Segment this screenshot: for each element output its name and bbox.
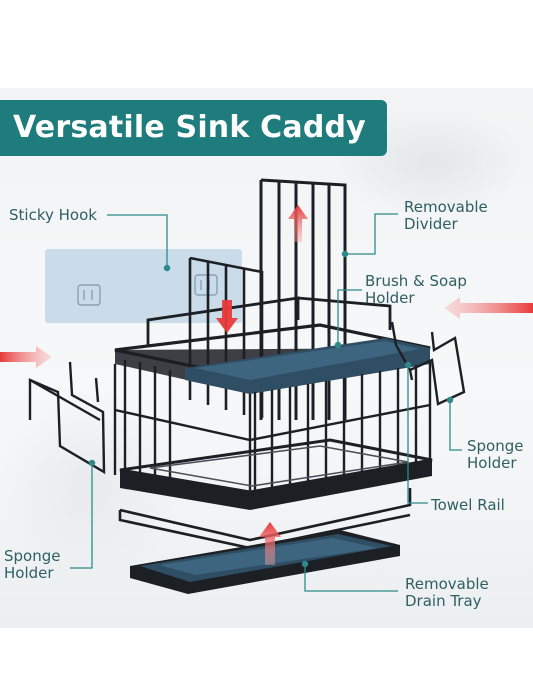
arrow-down-inner-divider [216, 300, 238, 333]
arrow-up-divider [288, 205, 308, 242]
arrow-left-right-holder [444, 297, 533, 319]
label-sponge-holder-right: Sponge Holder [467, 437, 524, 472]
towel-rail-frame [118, 488, 412, 550]
page-title: Versatile Sink Caddy [13, 110, 366, 145]
label-removable-divider: Removable Divider [404, 198, 488, 233]
right-sponge-holder [390, 321, 466, 406]
label-towel-rail: Towel Rail [431, 496, 505, 514]
arrow-right-left-holder [0, 346, 52, 368]
label-sponge-holder-left: Sponge Holder [4, 547, 61, 582]
callout-lines [70, 213, 462, 592]
label-removable-drain-tray: Removable Drain Tray [405, 575, 489, 610]
arrow-up-tray [259, 522, 281, 565]
lower-basket [119, 438, 433, 510]
left-sponge-holder [28, 361, 106, 475]
basket-wires [113, 360, 432, 505]
upper-basket [114, 323, 431, 394]
label-sticky-hook: Sticky Hook [9, 206, 97, 224]
title-banner [0, 100, 387, 156]
label-brush-soap-holder: Brush & Soap Holder [365, 272, 467, 307]
